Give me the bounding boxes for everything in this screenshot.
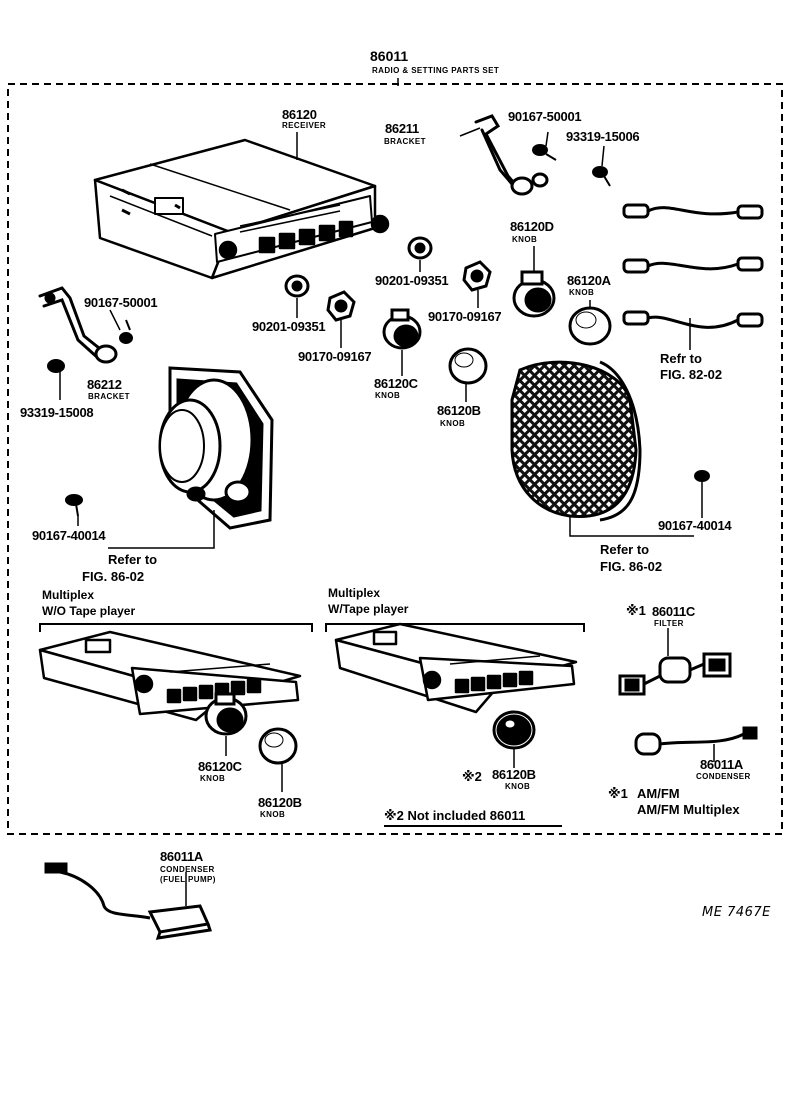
knob-d-name: KNOB — [512, 235, 538, 244]
fuel-pump-condenser-name-line1: CONDENSER — [160, 865, 215, 874]
nut-a-number: 90170-09167 — [428, 309, 502, 324]
wo-tape-knob-c-name: KNOB — [200, 774, 226, 783]
wo-tape-title-line1: Multiplex — [42, 588, 95, 602]
speaker-screw-left-number: 90167-40014 — [32, 528, 106, 543]
screw-left2-number: 93319-15008 — [20, 405, 94, 420]
washer-b-drawing — [284, 274, 310, 298]
bracket-left-name: BRACKET — [88, 392, 130, 401]
variant-wo-tape-bracket — [39, 623, 313, 632]
filter-marker: ※1 — [626, 603, 646, 618]
cables-ref-line2: FIG. 82-02 — [660, 367, 723, 382]
drawing-code: ME 7467E — [702, 905, 771, 920]
note1-line2: AM/FM Multiplex — [637, 802, 740, 817]
screw-top-number: 90167-50001 — [508, 109, 582, 124]
knob-b-name: KNOB — [440, 419, 466, 428]
filter-number: 86011C — [652, 604, 696, 619]
set-number: 86011 — [370, 48, 409, 64]
cable-set — [622, 203, 764, 329]
knob-c-number: 86120C — [374, 376, 418, 391]
variant-w-tape-knob-b — [492, 710, 536, 750]
w-tape-knob-b-marker: ※2 — [462, 769, 482, 784]
wo-tape-knob-b-name: KNOB — [260, 810, 286, 819]
set-name: RADIO & SETTING PARTS SET — [372, 66, 500, 75]
nut-b-drawing — [326, 290, 356, 322]
condenser-number: 86011A — [700, 757, 744, 772]
filter-drawing — [618, 652, 732, 696]
variant-w-tape-receiver — [334, 622, 578, 714]
filter-name: FILTER — [654, 619, 684, 628]
variant-wo-tape-knob-c — [204, 692, 248, 736]
knob-b-number: 86120B — [437, 403, 481, 418]
washer-b-number: 90201-09351 — [252, 319, 326, 334]
screw-left2-drawing — [47, 359, 65, 373]
speaker-left-ref-line1: Refer to — [108, 552, 158, 567]
washer-a-number: 90201-09351 — [375, 273, 449, 288]
receiver-drawing — [93, 138, 390, 280]
cables-ref-line1: Refr to — [660, 351, 702, 366]
wo-tape-knob-b-number: 86120B — [258, 795, 302, 810]
knob-a-name: KNOB — [569, 288, 595, 297]
variant-wo-tape-knob-b — [258, 727, 298, 765]
speaker-left-drawing — [158, 366, 274, 530]
note2-text: ※2 Not included 86011 — [384, 808, 526, 823]
screw-top2-number: 93319-15006 — [566, 129, 640, 144]
washer-a-drawing — [407, 236, 433, 260]
w-tape-title-line1: Multiplex — [328, 586, 381, 600]
speaker-right-ref-line1: Refer to — [600, 542, 650, 557]
speaker-screw-right-number: 90167-40014 — [658, 518, 732, 533]
bracket-top-name: BRACKET — [384, 137, 426, 146]
fuel-pump-condenser-drawing — [44, 862, 212, 940]
condenser-name: CONDENSER — [696, 772, 751, 781]
speaker-grille-drawing — [510, 360, 642, 522]
nut-a-drawing — [462, 260, 492, 292]
note1-marker: ※1 — [608, 786, 628, 801]
condenser-option-drawing — [634, 726, 758, 756]
speaker-right-ref-line2: FIG. 86-02 — [600, 559, 663, 574]
knob-a-number: 86120A — [567, 273, 611, 288]
speaker-screw-left-drawing — [65, 494, 83, 517]
bracket-top-drawing — [474, 114, 549, 196]
bracket-left-drawing — [38, 286, 118, 364]
knob-b-drawing — [448, 347, 488, 385]
variant-wo-tape-receiver — [38, 630, 302, 722]
screw-top2-drawing — [592, 166, 611, 187]
fuel-pump-condenser-name-line2: (FUEL PUMP) — [160, 875, 216, 884]
bracket-top-number: 86211 — [385, 121, 419, 136]
w-tape-knob-b-name: KNOB — [505, 782, 531, 791]
nut-b-number: 90170-09167 — [298, 349, 372, 364]
receiver-number: 86120 — [282, 107, 317, 122]
knob-c-drawing — [382, 308, 422, 350]
knob-d-number: 86120D — [510, 219, 554, 234]
fuel-pump-condenser-number: 86011A — [160, 849, 204, 864]
screw-top-drawing — [532, 144, 557, 161]
variant-w-tape-bracket — [325, 623, 585, 632]
note1-line1: AM/FM — [637, 786, 680, 801]
wo-tape-knob-c-number: 86120C — [198, 759, 242, 774]
set-boundary — [7, 83, 783, 835]
knob-d-drawing — [512, 270, 556, 318]
knob-a-drawing — [568, 306, 612, 346]
speaker-screw-right-drawing — [694, 470, 710, 482]
screw-left-drawing — [119, 319, 133, 344]
w-tape-title-line2: W/Tape player — [328, 602, 409, 616]
receiver-name: RECEIVER — [282, 121, 327, 130]
w-tape-knob-b-number: 86120B — [492, 767, 536, 782]
wo-tape-title-line2: W/O Tape player — [42, 604, 136, 618]
knob-c-name: KNOB — [375, 391, 401, 400]
bracket-left-number: 86212 — [87, 377, 122, 392]
speaker-left-ref-line2: FIG. 86-02 — [82, 569, 145, 584]
screw-left-number: 90167-50001 — [84, 295, 158, 310]
